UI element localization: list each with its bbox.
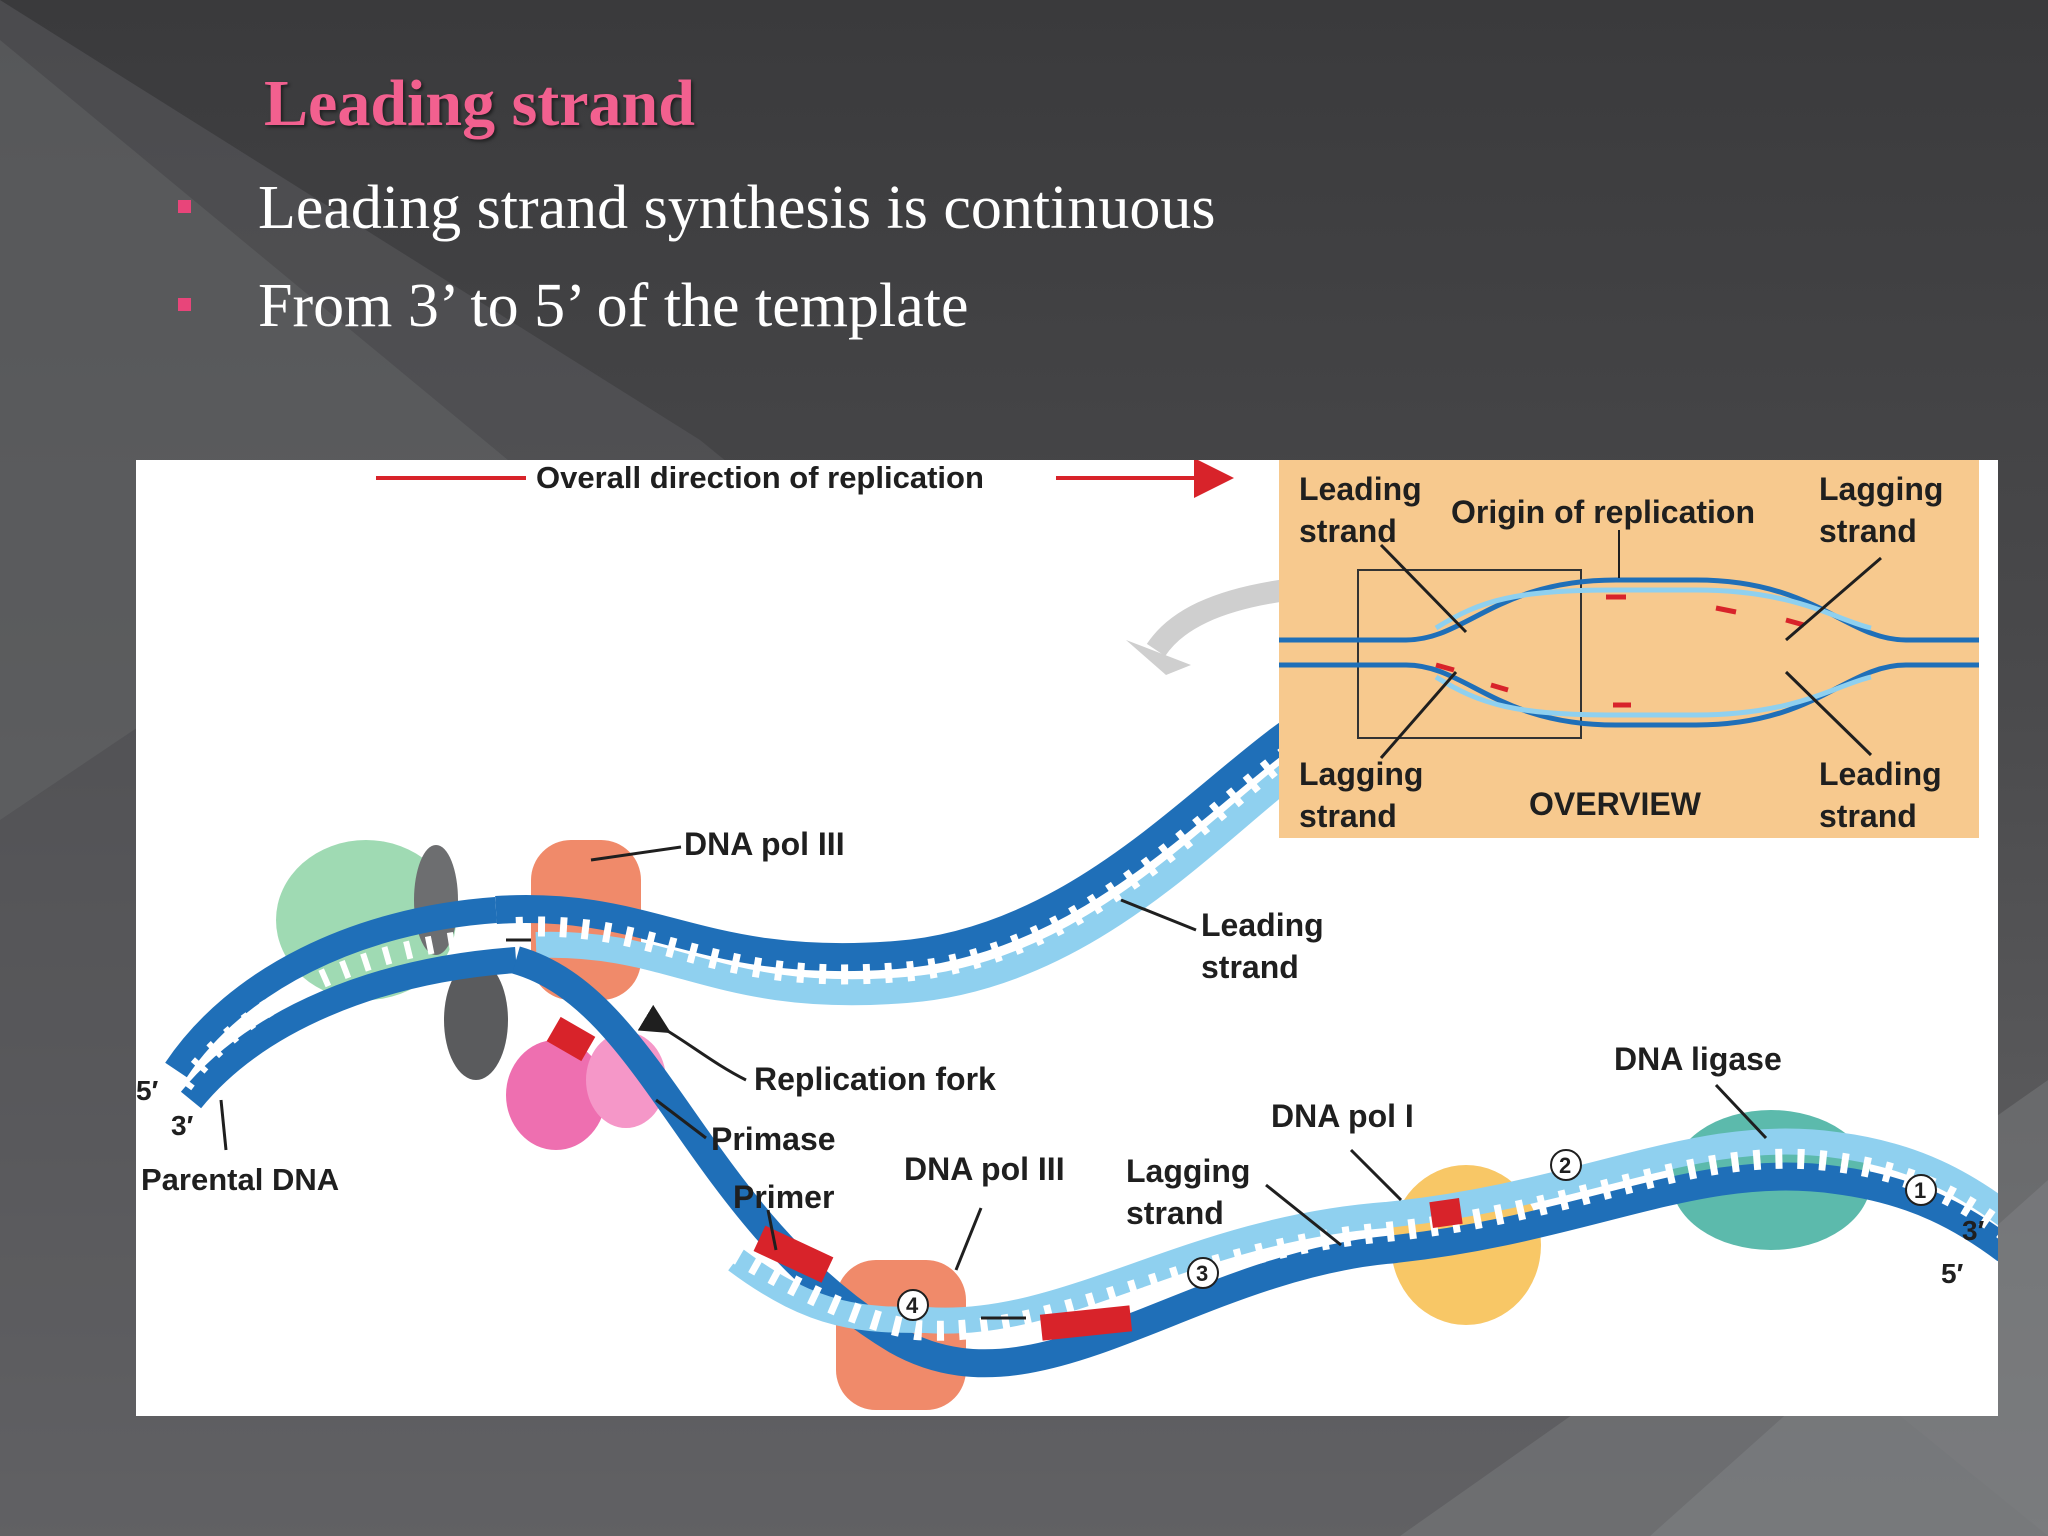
parental-dna-label: Parental DNA: [141, 1162, 339, 1197]
overview-origin-label: Origin of replication: [1451, 494, 1755, 530]
overview-lagging-bl-2: strand: [1299, 798, 1397, 834]
primer-pol-i: [1429, 1198, 1462, 1228]
lagging-strand-label-line2: strand: [1126, 1195, 1224, 1231]
leading-strand-label-line2: strand: [1201, 949, 1299, 985]
slide-title: Leading strand: [264, 66, 695, 142]
overview-inset: Leading strand Origin of replication Lag…: [1279, 460, 1979, 838]
step-4-label: 4: [906, 1293, 919, 1318]
zoom-arrow: [1156, 590, 1286, 650]
bullet-text: From 3’ to 5’ of the template: [258, 272, 969, 340]
primase-label: Primase: [711, 1121, 836, 1157]
pol-i-leader: [1351, 1150, 1401, 1200]
three-prime-left: 3′: [171, 1110, 194, 1141]
step-1-label: 1: [1914, 1178, 1926, 1203]
bullet-text: Leading strand synthesis is continuous: [258, 174, 1215, 242]
bullet-list: Leading strand synthesis is continuous F…: [170, 168, 1215, 364]
replication-fork-label: Replication fork: [754, 1061, 996, 1097]
fork-arrow: [676, 1060, 696, 1082]
three-prime-right: 3′: [1962, 1215, 1985, 1246]
bullet-item: Leading strand synthesis is continuous: [170, 168, 1215, 266]
overall-direction-label: Overall direction of replication: [536, 460, 984, 495]
leading-strand-label-line1: Leading: [1201, 907, 1324, 943]
step-3-label: 3: [1196, 1261, 1208, 1286]
dna-pol-i-label: DNA pol I: [1271, 1098, 1414, 1134]
parental-dna-leader: [221, 1100, 226, 1150]
five-prime-right: 5′: [1941, 1258, 1964, 1289]
five-prime-left: 5′: [136, 1075, 159, 1106]
dna-pol-iii-bottom-label: DNA pol III: [904, 1151, 1065, 1187]
dna-pol-iii-top-label: DNA pol III: [684, 826, 845, 862]
bullet-item: From 3’ to 5’ of the template: [170, 266, 1215, 364]
lagging-strand-label-line1: Lagging: [1126, 1153, 1250, 1189]
overview-leading-br-1: Leading: [1819, 756, 1942, 792]
overview-leading-br-2: strand: [1819, 798, 1917, 834]
overview-title: OVERVIEW: [1529, 786, 1702, 822]
overview-lagging-tr-2: strand: [1819, 513, 1917, 549]
replication-fork-arrow: [666, 1030, 746, 1080]
square-bullet-icon: [178, 298, 191, 311]
primer-label: Primer: [733, 1179, 834, 1215]
overview-leading-tl-2: strand: [1299, 513, 1397, 549]
step-2-label: 2: [1559, 1153, 1571, 1178]
overview-leading-tl-1: Leading: [1299, 471, 1422, 507]
overview-lagging-tr-1: Lagging: [1819, 471, 1943, 507]
overview-lagging-bl-1: Lagging: [1299, 756, 1423, 792]
dna-ligase-label: DNA ligase: [1614, 1041, 1782, 1077]
pol-iii-bottom-leader: [956, 1208, 981, 1270]
dna-replication-diagram: Overall direction of replication: [136, 460, 1998, 1416]
square-bullet-icon: [178, 200, 191, 213]
dna-replication-figure: Overall direction of replication: [136, 460, 1998, 1416]
